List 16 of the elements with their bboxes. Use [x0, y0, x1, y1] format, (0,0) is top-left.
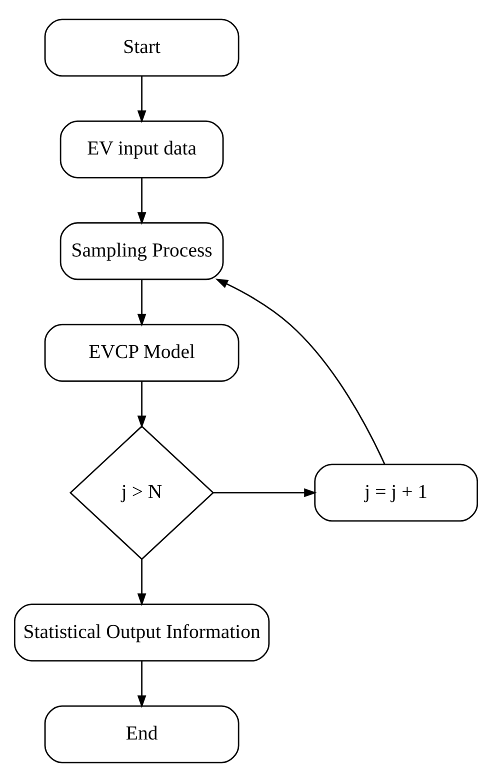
- node-box: Start: [44, 18, 239, 77]
- node-box: j = j + 1: [314, 464, 478, 522]
- arrow: [136, 559, 146, 606]
- arrow: [136, 280, 146, 327]
- node-box: Sampling Process: [59, 222, 224, 280]
- node-box: End: [44, 705, 239, 764]
- arrow: [136, 381, 146, 428]
- arrow: [212, 488, 316, 498]
- arrow: [214, 278, 385, 465]
- node-box: EV input data: [59, 120, 224, 178]
- node-box: Statistical Output Information: [13, 604, 270, 662]
- arrow: [136, 76, 146, 124]
- arrow: [136, 178, 146, 225]
- arrow: [136, 661, 146, 708]
- node-box: EVCP Model: [44, 324, 239, 382]
- node-diamond: j > N: [68, 425, 214, 560]
